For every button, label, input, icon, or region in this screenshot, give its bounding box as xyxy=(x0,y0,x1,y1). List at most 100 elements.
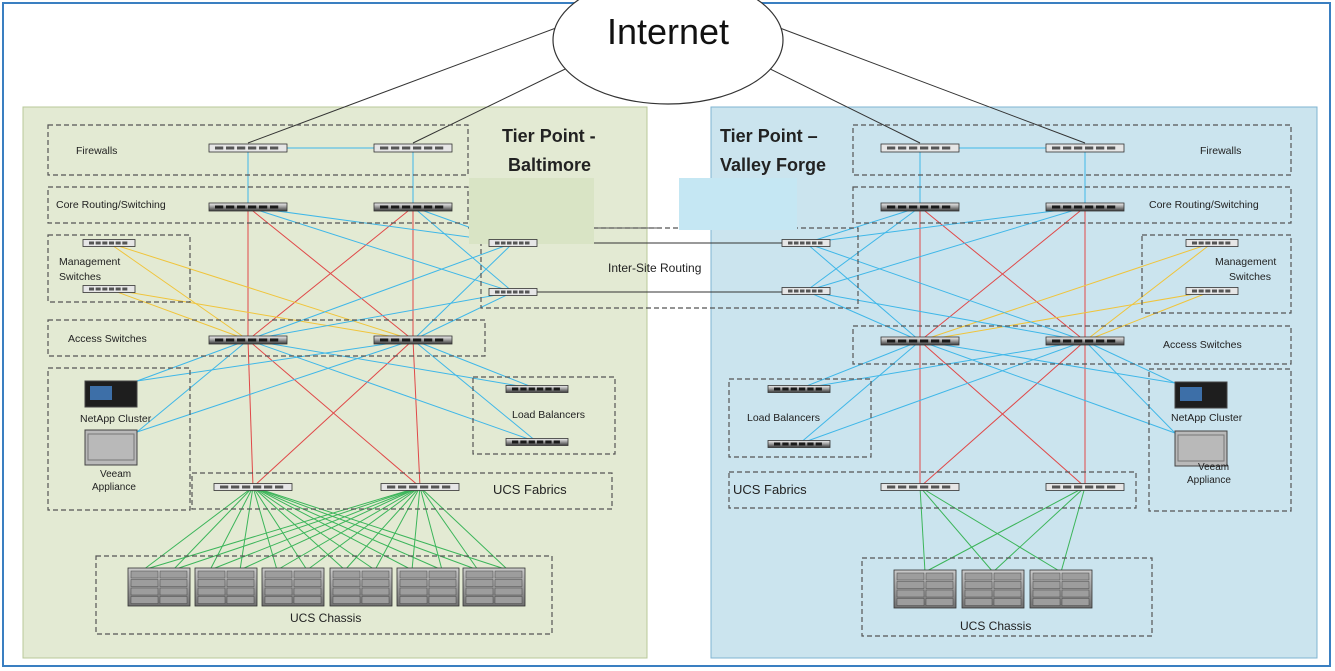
firewall-device xyxy=(880,143,960,153)
inter-site-core-link xyxy=(412,206,514,293)
core-access-link xyxy=(247,206,414,341)
fabric-chassis-link xyxy=(919,486,1062,573)
ucs-chassis-device xyxy=(127,567,191,607)
load-balancer-access-link xyxy=(247,339,538,390)
management-access-link xyxy=(108,242,414,341)
fabric-chassis-link xyxy=(419,486,443,571)
inter-site-access-link xyxy=(247,291,514,341)
valley-forge-core-box xyxy=(852,186,1292,224)
valley-forge-ucs-fabrics-label: UCS Fabrics xyxy=(733,482,807,497)
internet-link xyxy=(747,57,921,144)
ucs-chassis-device xyxy=(194,567,258,607)
inter-site-routing-label: Inter-Site Routing xyxy=(608,261,701,275)
load-balancer-access-link xyxy=(798,340,1086,445)
inter-site-core-link xyxy=(247,206,514,293)
fabric-chassis-link xyxy=(142,486,421,571)
access-fabric-link xyxy=(247,339,421,488)
load-balancer-device xyxy=(767,385,831,393)
inter-site-access-link xyxy=(805,290,1086,342)
baltimore-netapp-label: NetApp Cluster xyxy=(80,413,152,425)
management-switch-device xyxy=(82,239,136,247)
ucs-chassis-device xyxy=(961,569,1025,609)
valley-forge-netapp-label: NetApp Cluster xyxy=(1171,412,1243,424)
inter-site-router-device xyxy=(781,287,831,295)
baltimore-access-label: Access Switches xyxy=(68,333,147,345)
storage-access-link xyxy=(136,339,249,382)
internet-link xyxy=(763,21,1086,144)
valley-forge-storage-box xyxy=(1148,368,1292,512)
ucs-chassis-device xyxy=(893,569,957,609)
core-switch-device xyxy=(208,202,288,212)
valley-forge-load-balancers-label: Load Balancers xyxy=(747,412,820,424)
core-switch-device xyxy=(373,202,453,212)
firewall-device xyxy=(373,143,453,153)
management-access-link xyxy=(919,290,1213,342)
valley-forge-management-label-line1: Management xyxy=(1215,256,1276,268)
inter-site-core-link xyxy=(805,206,1086,244)
fabric-chassis-link xyxy=(344,486,421,571)
inter-site-core-link xyxy=(247,206,514,244)
valley-forge-ucs-chassis-box xyxy=(861,557,1153,637)
baltimore-core-box xyxy=(47,186,469,224)
baltimore-ucs-chassis-label: UCS Chassis xyxy=(290,611,361,625)
firewall-device xyxy=(1045,143,1125,153)
storage-access-link xyxy=(136,339,414,382)
fabric-chassis-link xyxy=(374,486,421,571)
valley-forge-load-balancers-box xyxy=(728,378,872,458)
baltimore-veeam-appliance xyxy=(84,429,138,466)
inter-site-routing-box xyxy=(480,227,859,309)
internet-link xyxy=(247,21,573,144)
fabric-chassis-link xyxy=(919,486,926,573)
baltimore-core-label: Core Routing/Switching xyxy=(56,199,166,211)
access-switch-device xyxy=(208,335,288,345)
inter-site-access-link xyxy=(412,242,514,341)
valley-forge-firewalls-label: Firewalls xyxy=(1200,145,1241,157)
baltimore-firewalls-label: Firewalls xyxy=(76,145,117,157)
inter-site-access-link xyxy=(805,242,921,342)
baltimore-site-title-line2: Baltimore xyxy=(508,155,591,175)
access-switch-device xyxy=(880,336,960,346)
fabric-chassis-link xyxy=(411,486,421,571)
storage-access-link xyxy=(919,340,1176,384)
fabric-chassis-link xyxy=(172,486,421,571)
valley-forge-access-label: Access Switches xyxy=(1163,339,1242,351)
management-access-link xyxy=(1084,242,1213,342)
valley-forge-veeam-label-line2: Appliance xyxy=(1187,475,1231,486)
management-switch-device xyxy=(82,285,136,293)
ucs-fabric-device xyxy=(213,483,293,491)
valley-forge-site-title-line1: Tier Point – xyxy=(720,126,818,146)
core-access-link xyxy=(919,206,1086,342)
load-balancer-device xyxy=(505,385,569,393)
fabric-chassis-link xyxy=(419,486,509,571)
management-access-link xyxy=(1084,290,1213,342)
baltimore-storage-box xyxy=(47,367,191,511)
baltimore-ucs-fabrics-label: UCS Fabrics xyxy=(493,482,567,497)
group-boxes xyxy=(47,124,1292,637)
access-switch-device xyxy=(1045,336,1125,346)
baltimore-veeam-label-line1: Veeam xyxy=(100,469,131,480)
storage-access-link xyxy=(1084,340,1176,384)
management-access-link xyxy=(108,242,249,341)
ucs-chassis-device xyxy=(396,567,460,607)
load-balancer-access-link xyxy=(798,340,921,445)
management-switch-device xyxy=(1185,287,1239,295)
internet-label: Internet xyxy=(607,11,729,52)
core-switch-device xyxy=(1045,202,1125,212)
fabric-chassis-link xyxy=(239,486,421,571)
management-access-link xyxy=(108,288,249,341)
fabric-chassis-link xyxy=(919,486,994,573)
inter-site-access-link xyxy=(412,291,514,341)
valley-forge-veeam-label-line1: Veeam xyxy=(1198,462,1229,473)
inter-site-access-link xyxy=(805,290,921,342)
internet-link xyxy=(412,55,593,144)
load-balancer-access-link xyxy=(412,339,538,443)
ucs-fabric-device xyxy=(1045,483,1125,491)
load-balancer-access-link xyxy=(798,340,1086,390)
valley-forge-veeam-appliance xyxy=(1174,430,1228,467)
baltimore-firewalls-box xyxy=(47,124,469,176)
valley-forge-firewalls-box xyxy=(852,124,1292,176)
core-switch-device xyxy=(880,202,960,212)
access-fabric-link xyxy=(252,339,414,488)
inter-site-access-link xyxy=(805,242,1086,342)
inter-site-access-link xyxy=(247,242,514,341)
